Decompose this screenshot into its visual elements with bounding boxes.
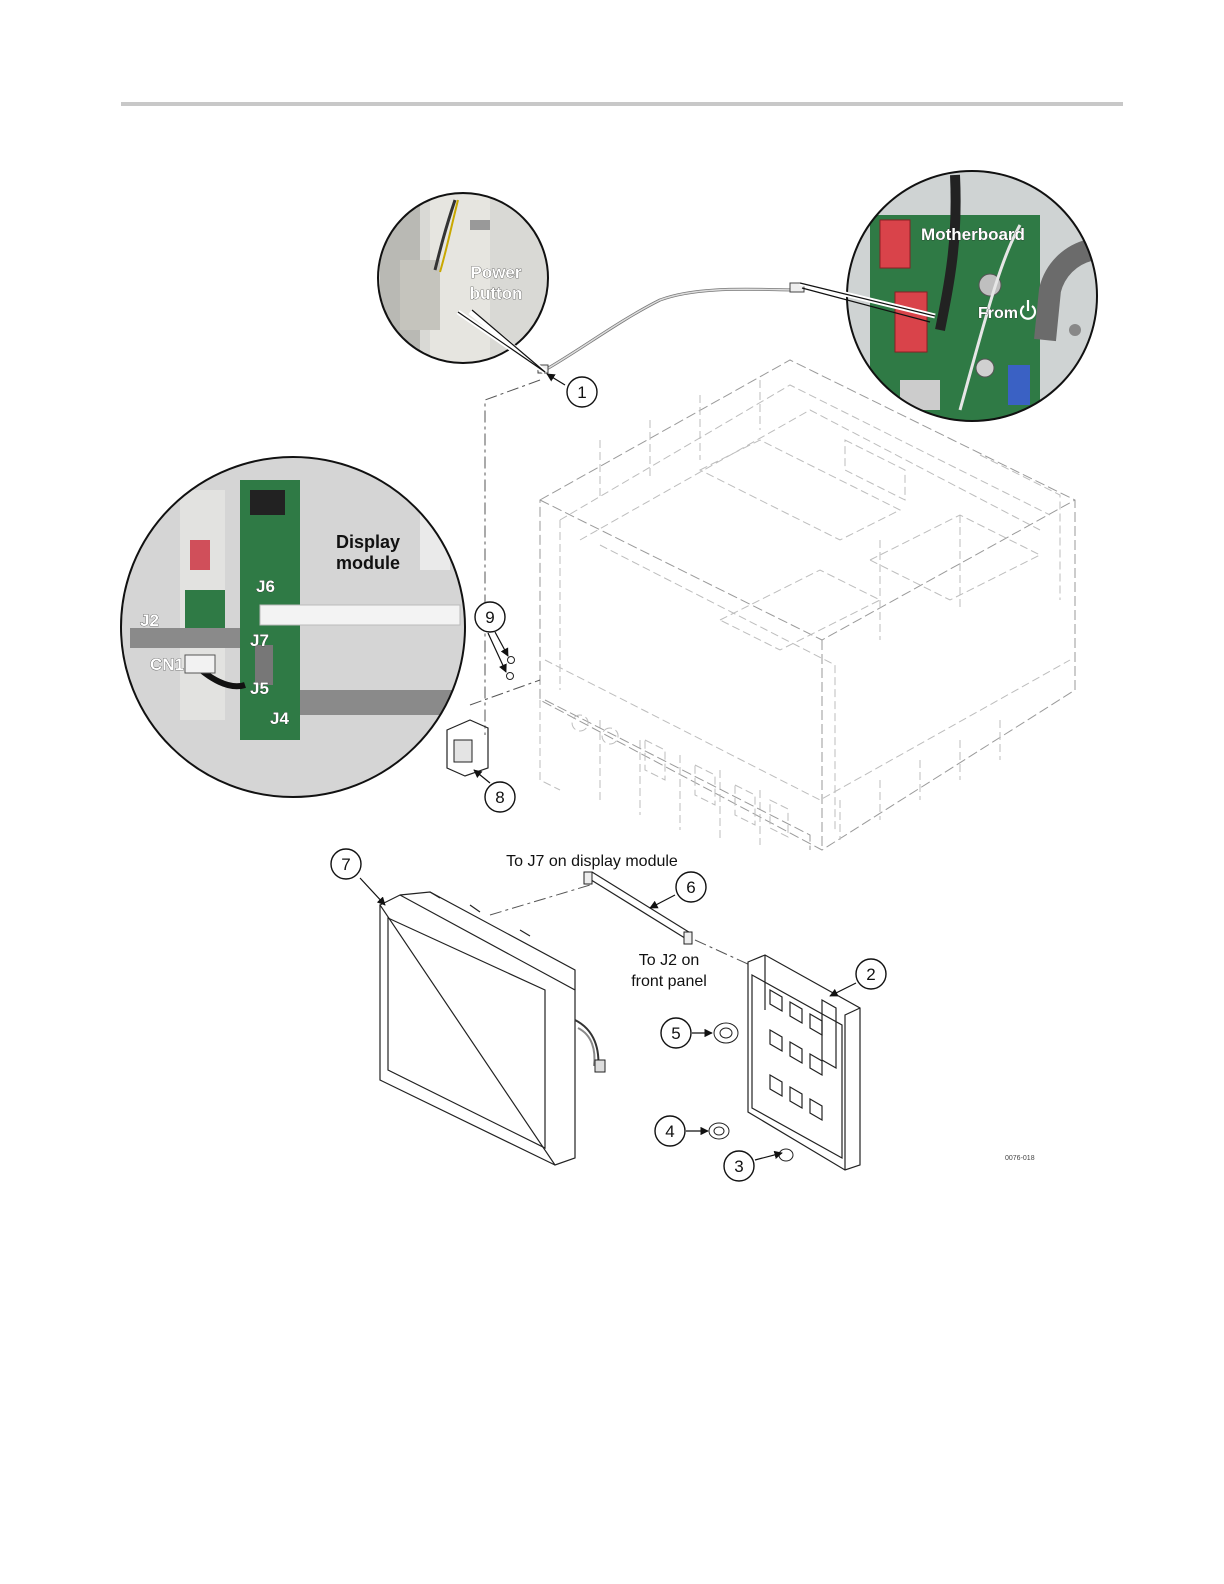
callout-number: 4	[665, 1122, 674, 1141]
front-panel-part	[748, 955, 860, 1170]
callout-9: 9	[475, 602, 505, 632]
callout-4: 4	[655, 1116, 685, 1146]
callout-2: 2	[856, 959, 886, 989]
cn1-label: CN1	[150, 655, 184, 674]
power-label-line1: Power	[470, 263, 521, 282]
callout-3: 3	[724, 1151, 754, 1181]
lcd-display-part	[380, 892, 605, 1165]
to-j2-annotation-line1: To J2 on	[639, 952, 699, 969]
callout-1: 1	[567, 377, 597, 407]
j7-label: J7	[250, 631, 269, 650]
from-power-label: From	[978, 305, 1018, 322]
display-label-line2: module	[336, 553, 400, 573]
callout-number: 7	[341, 855, 350, 874]
j5-label: J5	[250, 679, 269, 698]
to-j7-annotation: To J7 on display module	[506, 853, 678, 870]
knob-small	[779, 1149, 793, 1161]
j2-label: J2	[140, 611, 159, 630]
to-j2-annotation-line2: front panel	[631, 973, 707, 990]
flex-cable-part	[584, 872, 692, 944]
callout-number: 3	[734, 1157, 743, 1176]
callout-number: 6	[686, 878, 695, 897]
knob-medium	[709, 1123, 729, 1139]
callout-number: 8	[495, 788, 504, 807]
callout-8: 8	[485, 782, 515, 812]
display-module-photo	[115, 450, 475, 810]
callout-number: 9	[485, 608, 494, 627]
callout-5: 5	[661, 1018, 691, 1048]
callout-number: 1	[577, 383, 586, 402]
callout-number: 2	[866, 965, 875, 984]
j6-label: J6	[256, 577, 275, 596]
callout-number: 5	[671, 1024, 680, 1043]
j4-label: J4	[270, 709, 289, 728]
figure-code: 0076-018	[1005, 1155, 1035, 1162]
knob-large	[714, 1023, 738, 1043]
display-label-line1: Display	[336, 532, 400, 552]
callout-6: 6	[676, 872, 706, 902]
power-label-line2: button	[470, 284, 523, 303]
callout-group: 1 2 3 4 5 6 7 8 9	[331, 377, 886, 1181]
power-button-photo	[370, 190, 560, 370]
callout-7: 7	[331, 849, 361, 879]
motherboard-label: Motherboard	[921, 225, 1025, 244]
